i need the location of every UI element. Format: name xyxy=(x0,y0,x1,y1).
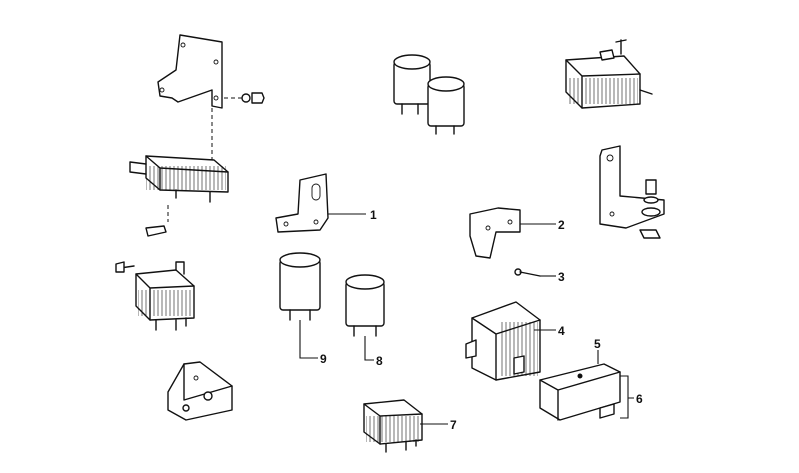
small-bracket-bottom-left xyxy=(167,361,233,421)
leader-lines xyxy=(299,213,634,425)
callout-5: 5 xyxy=(594,337,601,351)
part-9-flasher xyxy=(279,252,321,321)
callout-numbers: 1 2 3 4 5 6 7 8 9 xyxy=(320,208,643,432)
relay-top-right xyxy=(565,39,653,109)
callout-3: 3 xyxy=(558,270,565,284)
part-3-screw xyxy=(514,268,541,277)
part-7-relay xyxy=(363,399,423,453)
bracket-right xyxy=(599,145,665,239)
part-8-flasher xyxy=(345,274,385,337)
callout-8: 8 xyxy=(376,354,383,368)
callout-2: 2 xyxy=(558,218,565,232)
callout-4: 4 xyxy=(558,324,565,338)
callout-6: 6 xyxy=(636,392,643,406)
part-1-bracket xyxy=(275,173,329,233)
relay-with-bracket-left xyxy=(129,155,229,237)
callout-9: 9 xyxy=(320,352,327,366)
callout-1: 1 xyxy=(370,208,377,222)
part-5-6-regulator-cover xyxy=(539,363,621,421)
relay-mid-left xyxy=(115,261,195,331)
part-4-regulator xyxy=(465,301,541,381)
part-2-bracket xyxy=(469,207,521,259)
mounting-bracket-top-left xyxy=(157,34,265,165)
flasher-pair-top xyxy=(393,54,465,135)
callout-7: 7 xyxy=(450,418,457,432)
